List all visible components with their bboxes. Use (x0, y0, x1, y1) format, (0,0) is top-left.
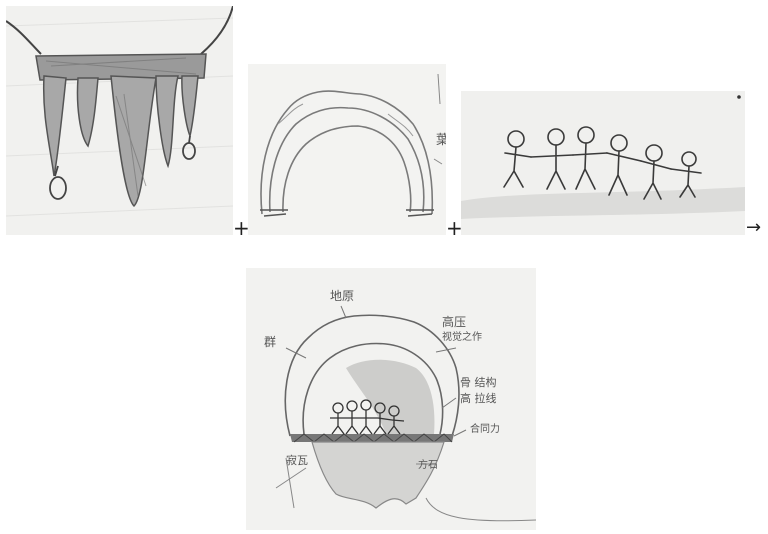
note-right-4: 高 拉线 (460, 391, 497, 405)
note-right-2: 视觉之作 (442, 330, 482, 343)
handwriting-label: 葉 (436, 133, 446, 148)
note-bottom-right: 方石 (418, 458, 438, 471)
sketch-arch: 葉 (248, 64, 446, 235)
note-bottom-left: 寂瓦 (286, 453, 308, 467)
sketch-combined-concept: 地原 群 高压 视觉之作 骨 结构 高 拉线 合同力 方石 寂瓦 (246, 268, 536, 530)
note-right-5: 合同力 (470, 422, 500, 435)
note-right-3: 骨 结构 (460, 375, 497, 389)
note-top: 地原 (330, 289, 354, 303)
arrow-right-icon: → (746, 219, 761, 237)
sketch-stick-figures (461, 91, 745, 235)
note-right-1: 高压 (442, 314, 466, 329)
note-left: 群 (264, 335, 276, 349)
sketch-dripping-stalactites (6, 6, 233, 235)
